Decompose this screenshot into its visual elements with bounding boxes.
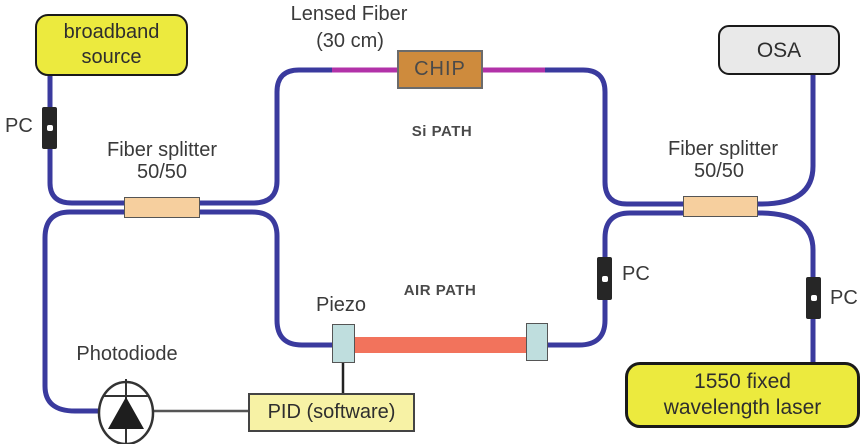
- splitter-left-label-line1: Fiber splitter: [106, 139, 218, 161]
- laser-label-line1: 1550 fixed: [694, 370, 791, 393]
- piezo-label: Piezo: [315, 294, 367, 316]
- pc-dot: [601, 275, 608, 282]
- fiber-splitter-right-component: [683, 196, 758, 217]
- pc-left-component: [42, 107, 57, 149]
- lensed-fiber-label-line2: (30 cm): [316, 30, 384, 52]
- fiber-photodiode-to-piezo: [42, 209, 334, 414]
- fiber-chip-to-osa: [545, 67, 816, 207]
- pc-mid-component: [597, 257, 612, 300]
- chip-box: CHIP: [397, 50, 483, 89]
- fiber-collimator-to-laser: [546, 210, 816, 366]
- piezo-collimator: [332, 324, 355, 363]
- photodiode-icon: [97, 379, 155, 444]
- pc-dot: [810, 295, 817, 301]
- pc-left-label: PC: [5, 115, 33, 137]
- laser-box: 1550 fixed wavelength laser: [625, 362, 860, 428]
- lensed-fiber-label-line1: Lensed Fiber: [290, 3, 408, 25]
- photodiode-label: Photodiode: [76, 343, 178, 365]
- right-collimator: [526, 323, 548, 361]
- si-path-label: Si PATH: [411, 123, 473, 140]
- fiber-source-to-chip: [47, 67, 336, 206]
- chip-label: CHIP: [414, 58, 466, 80]
- osa-box: OSA: [718, 25, 840, 75]
- free-space-beam: [353, 337, 528, 353]
- broadband-source-box: broadband source: [35, 14, 188, 76]
- air-path-label: AIR PATH: [403, 282, 477, 299]
- pid-box: PID (software): [248, 393, 415, 432]
- pc-right-label: PC: [830, 287, 858, 309]
- pid-label: PID (software): [267, 401, 396, 423]
- splitter-right-label-line1: Fiber splitter: [667, 138, 779, 160]
- osa-label: OSA: [756, 38, 802, 62]
- splitter-left-label-line2: 50/50: [136, 161, 188, 183]
- broadband-source-label-line2: source: [81, 46, 142, 68]
- broadband-source-label-line1: broadband: [63, 21, 160, 43]
- pc-mid-label: PC: [622, 263, 650, 285]
- pc-right-component: [806, 277, 821, 319]
- splitter-right-label-line2: 50/50: [693, 160, 745, 182]
- laser-label-line2: wavelength laser: [663, 396, 822, 419]
- fiber-splitter-left-component: [124, 197, 200, 218]
- pc-dot: [46, 125, 53, 131]
